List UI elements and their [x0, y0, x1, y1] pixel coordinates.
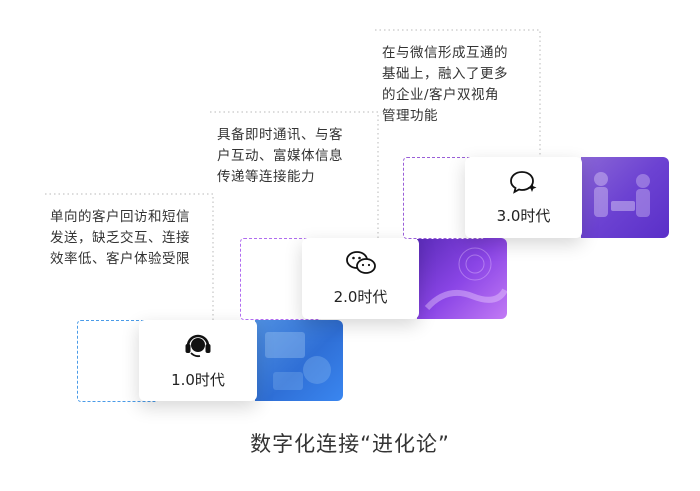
- stage-1-image: [255, 320, 343, 401]
- stage-2-image: [417, 238, 507, 319]
- sparkle-chat-icon: [509, 169, 539, 199]
- connector-1: [45, 193, 214, 320]
- stage-3-label: 3.0时代: [496, 207, 551, 225]
- connector-3: [375, 29, 541, 157]
- stage-3-description: 在与微信形成互通的 基础上，融入了更多 的企业/客户双视角 管理功能: [382, 45, 508, 124]
- headset-icon: [183, 331, 213, 363]
- stage-2-label: 2.0时代: [333, 288, 388, 306]
- stage-2-card: 2.0时代: [302, 238, 419, 319]
- page-title: 数字化连接“进化论”: [250, 432, 450, 456]
- stage-2-description: 具备即时通讯、与客 户互动、富媒体信息 传递等连接能力: [217, 127, 343, 185]
- stage-1-description: 单向的客户回访和短信 发送，缺乏交互、连接 效率低、客户体验受限: [50, 209, 190, 267]
- stage-3-image: [581, 157, 669, 238]
- stage-3-card: 3.0时代: [465, 157, 582, 238]
- stage-1-card: 1.0时代: [139, 320, 257, 401]
- connector-2: [210, 111, 379, 238]
- chat-bubbles-icon: [345, 250, 377, 280]
- stage-1-label: 1.0时代: [171, 371, 225, 389]
